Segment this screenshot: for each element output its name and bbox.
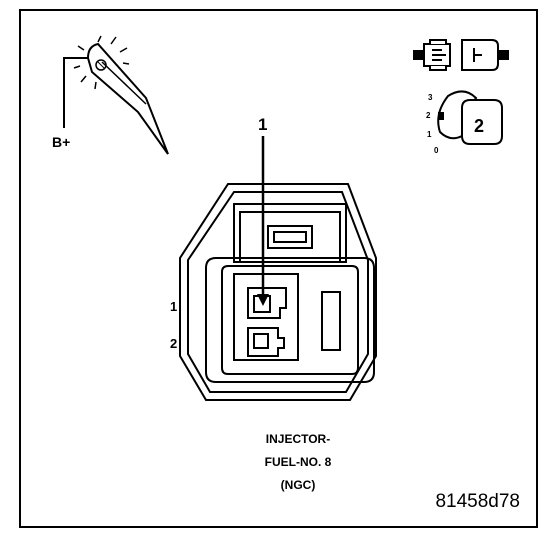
terminal-pin-1 (247, 287, 287, 319)
scale-3: 3 (428, 93, 433, 102)
disconnected-connector-icon (413, 39, 509, 71)
scale-1: 1 (427, 130, 432, 139)
title-line-3: (NGC) (280, 478, 316, 492)
diagram-frame (19, 9, 538, 528)
callout-number: 1 (258, 115, 268, 134)
title-line-2: FUEL-NO. 8 (264, 455, 332, 469)
test-light-probe-icon (63, 35, 169, 155)
terminal-pin-2 (247, 327, 285, 357)
component-title: INJECTOR- FUEL-NO. 8 (NGC) (228, 428, 368, 497)
scale-0: 0 (434, 146, 439, 155)
callout-leader (257, 136, 269, 306)
selected-range: 2 (474, 116, 485, 136)
pin-1-label: 1 (170, 299, 178, 314)
pin-2-label: 2 (170, 336, 178, 351)
connector-body (179, 183, 377, 401)
power-label: B+ (52, 134, 71, 150)
scale-2: 2 (426, 111, 431, 120)
figure-reference-id: 81458d78 (435, 491, 520, 512)
meter-range-selector-icon (437, 90, 503, 145)
title-line-1: INJECTOR- (265, 432, 331, 446)
